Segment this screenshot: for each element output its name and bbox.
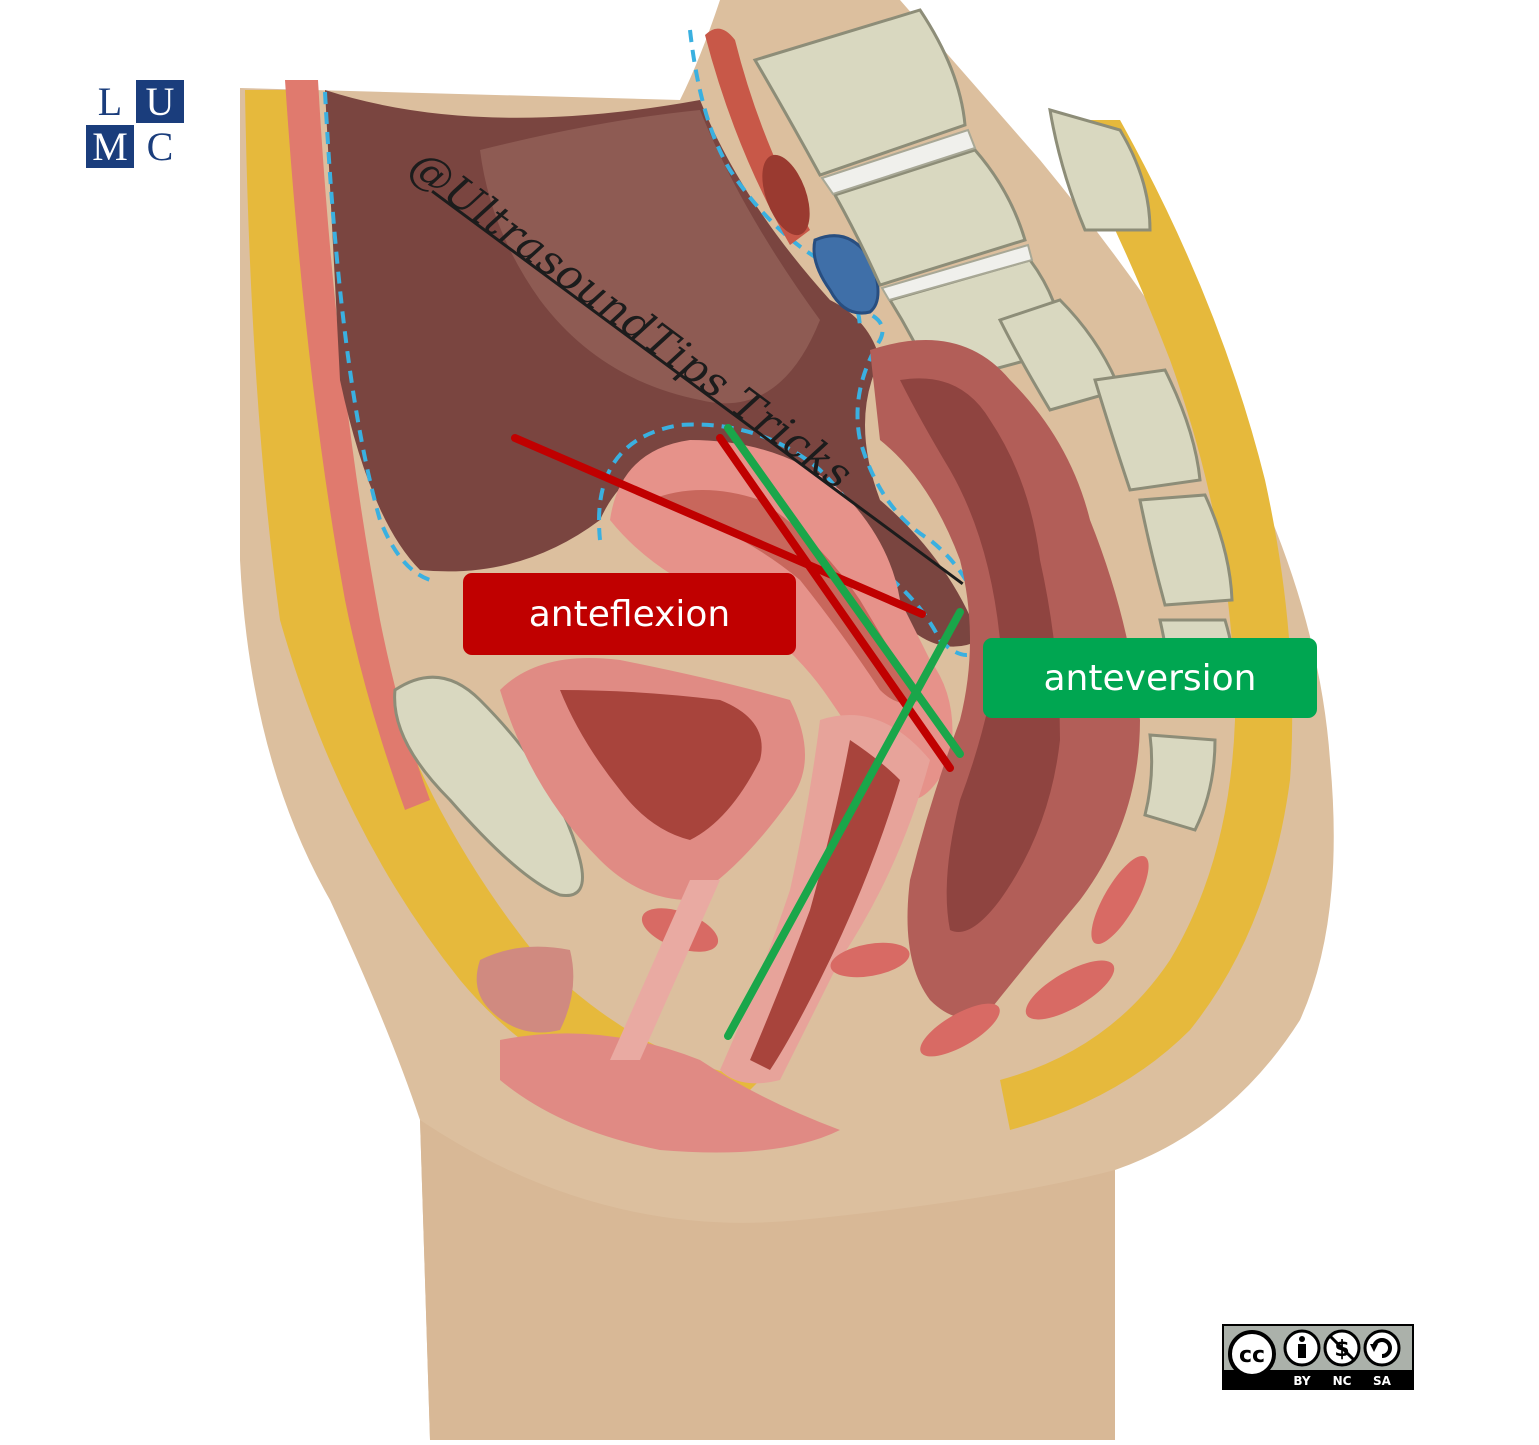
logo-letter-c: C xyxy=(136,125,184,168)
bladder-lumen xyxy=(560,690,762,840)
urethra xyxy=(610,880,720,1060)
pubic-bone xyxy=(393,675,584,898)
anteflexion-line-cervix xyxy=(716,434,954,772)
iliac-vein xyxy=(812,234,880,315)
logo-letter-l: L xyxy=(86,80,134,123)
anteversion-label: anteversion xyxy=(983,638,1317,718)
anteversion-line-uterus xyxy=(724,424,964,758)
anteflexion-line-corpus xyxy=(511,434,926,618)
license-tag-nc: NC xyxy=(1333,1374,1352,1388)
vaginal-wall xyxy=(750,740,900,1070)
sa-icon xyxy=(1363,1329,1401,1367)
rectus-muscle xyxy=(285,80,430,810)
license-tag-by: BY xyxy=(1293,1374,1310,1388)
cc-license-icons: cc $ BY NC SA xyxy=(1224,1326,1412,1388)
labia xyxy=(476,946,574,1033)
cc-license-badge: cc $ BY NC SA xyxy=(1222,1324,1414,1390)
cavity-highlight xyxy=(480,110,820,404)
intervertebral-discs xyxy=(820,128,1034,302)
license-tag-sa: SA xyxy=(1373,1374,1392,1388)
lumc-logo: L U M C xyxy=(86,80,186,170)
lower-body xyxy=(420,1120,1115,1440)
anteflexion-label: anteflexion xyxy=(463,573,796,655)
anteversion-line-vagina xyxy=(724,608,964,1040)
vestibule xyxy=(500,1033,840,1153)
perineal-muscles xyxy=(641,855,1149,1057)
uterus-peritoneum-outline xyxy=(597,308,988,657)
posterior-fat-layer xyxy=(1000,120,1293,1130)
logo-letter-m: M xyxy=(86,125,134,168)
sacrum-vertebrae xyxy=(752,8,1238,832)
logo-letter-u: U xyxy=(136,80,184,123)
rectum-lumen xyxy=(900,378,1060,932)
cc-symbol: cc xyxy=(1239,1343,1265,1368)
peritoneum-outline xyxy=(323,91,431,582)
iliac-artery-section xyxy=(762,154,810,236)
